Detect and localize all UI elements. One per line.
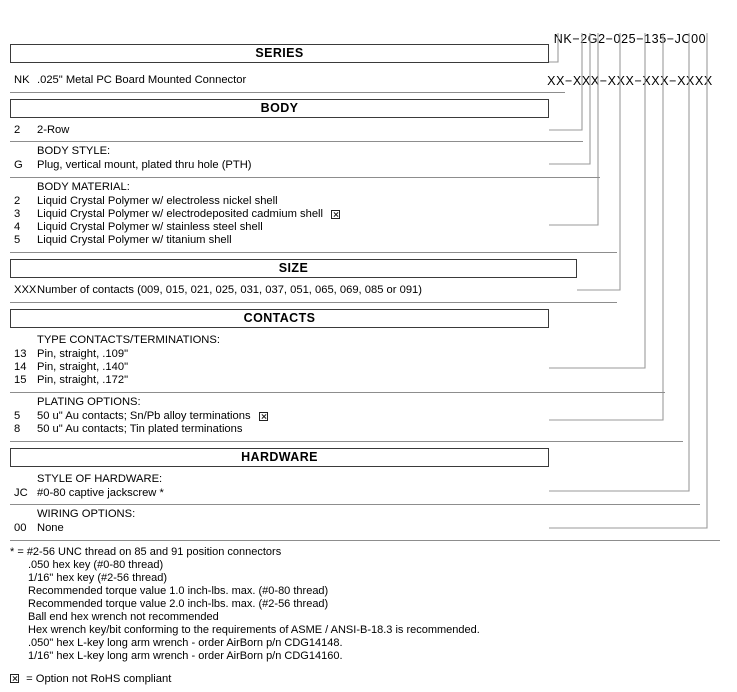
- option-desc: None: [37, 522, 64, 534]
- divider: [10, 504, 700, 505]
- option-code: 3: [14, 208, 21, 220]
- divider: [10, 92, 565, 93]
- option-desc: .025" Metal PC Board Mounted Connector: [37, 74, 247, 86]
- option-code: G: [14, 159, 23, 171]
- group-label-body-material: BODY MATERIAL:: [37, 181, 130, 193]
- divider: [10, 540, 720, 541]
- group-label-hardware-style: STYLE OF HARDWARE:: [37, 473, 163, 485]
- option-desc: Liquid Crystal Polymer w/ electrodeposit…: [37, 208, 324, 220]
- group-label-plating: PLATING OPTIONS:: [37, 396, 141, 408]
- footnote-line: 1/16" hex key (#2-56 thread): [28, 572, 168, 584]
- divider: [10, 252, 617, 253]
- option-desc: Pin, straight, .140": [37, 361, 129, 373]
- not-rohs-icon: [331, 210, 340, 219]
- option-code: 2: [14, 124, 21, 136]
- option-desc: 50 u" Au contacts; Tin plated terminatio…: [37, 423, 243, 435]
- footnote-line: .050" hex L-key long arm wrench - order …: [28, 637, 343, 649]
- footnote-asterisk: * = #2-56 UNC thread on 85 and 91 positi…: [10, 546, 282, 558]
- option-code: 2: [14, 195, 21, 207]
- section-header-series: SERIES: [10, 44, 549, 63]
- footnote-line: .050 hex key (#0-80 thread): [28, 559, 164, 571]
- part-number-example: NK−2G2−025−135−JC00: [553, 32, 707, 46]
- option-desc: 2-Row: [37, 124, 70, 136]
- option-code: XXX: [14, 284, 37, 296]
- option-desc: 50 u" Au contacts; Sn/Pb alloy terminati…: [37, 410, 251, 422]
- divider: [10, 141, 583, 142]
- footnote-line: Ball end hex wrench not recommended: [28, 611, 219, 623]
- footnote-line: Recommended torque value 2.0 inch-lbs. m…: [28, 598, 329, 610]
- not-rohs-icon: [259, 412, 268, 421]
- option-code: 5: [14, 410, 21, 422]
- footnote-line: Hex wrench key/bit conforming to the req…: [28, 624, 480, 636]
- option-desc: Plug, vertical mount, plated thru hole (…: [37, 159, 252, 171]
- option-desc: Pin, straight, .109": [37, 348, 129, 360]
- divider: [10, 441, 683, 442]
- option-code: 8: [14, 423, 21, 435]
- option-code: 15: [14, 374, 27, 386]
- part-number-header: NK−2G2−025−135−JC00 XX−XXX−XXX−XXX−XXXX: [540, 4, 720, 116]
- not-rohs-icon: [10, 674, 19, 683]
- option-code: 14: [14, 361, 27, 373]
- option-desc: Liquid Crystal Polymer w/ stainless stee…: [37, 221, 263, 233]
- divider: [10, 392, 665, 393]
- option-code: 4: [14, 221, 21, 233]
- rohs-legend-text: = Option not RoHS compliant: [26, 673, 172, 685]
- footnote-line: 1/16" hex L-key long arm wrench - order …: [28, 650, 343, 662]
- section-header-contacts: CONTACTS: [10, 309, 549, 328]
- section-header-body: BODY: [10, 99, 549, 118]
- option-desc: Pin, straight, .172": [37, 374, 129, 386]
- footnote-line: Recommended torque value 1.0 inch-lbs. m…: [28, 585, 329, 597]
- group-label-wiring: WIRING OPTIONS:: [37, 508, 136, 520]
- option-desc: Liquid Crystal Polymer w/ titanium shell: [37, 234, 232, 246]
- option-code: JC: [14, 487, 28, 499]
- group-label-body-style: BODY STYLE:: [37, 145, 111, 157]
- option-code: 13: [14, 348, 27, 360]
- section-header-hardware: HARDWARE: [10, 448, 549, 467]
- group-label-contact-type: TYPE CONTACTS/TERMINATIONS:: [37, 334, 220, 346]
- option-code: 00: [14, 522, 27, 534]
- part-number-mask: XX−XXX−XXX−XXX−XXXX: [547, 74, 713, 88]
- option-desc: Liquid Crystal Polymer w/ electroless ni…: [37, 195, 278, 207]
- section-header-size: SIZE: [10, 259, 577, 278]
- option-code: NK: [14, 74, 30, 86]
- option-code: 5: [14, 234, 21, 246]
- rohs-legend: = Option not RoHS compliant: [10, 673, 171, 686]
- option-desc: #0-80 captive jackscrew *: [37, 487, 164, 499]
- divider: [10, 177, 600, 178]
- divider: [10, 302, 617, 303]
- option-desc: Number of contacts (009, 015, 021, 025, …: [37, 284, 422, 296]
